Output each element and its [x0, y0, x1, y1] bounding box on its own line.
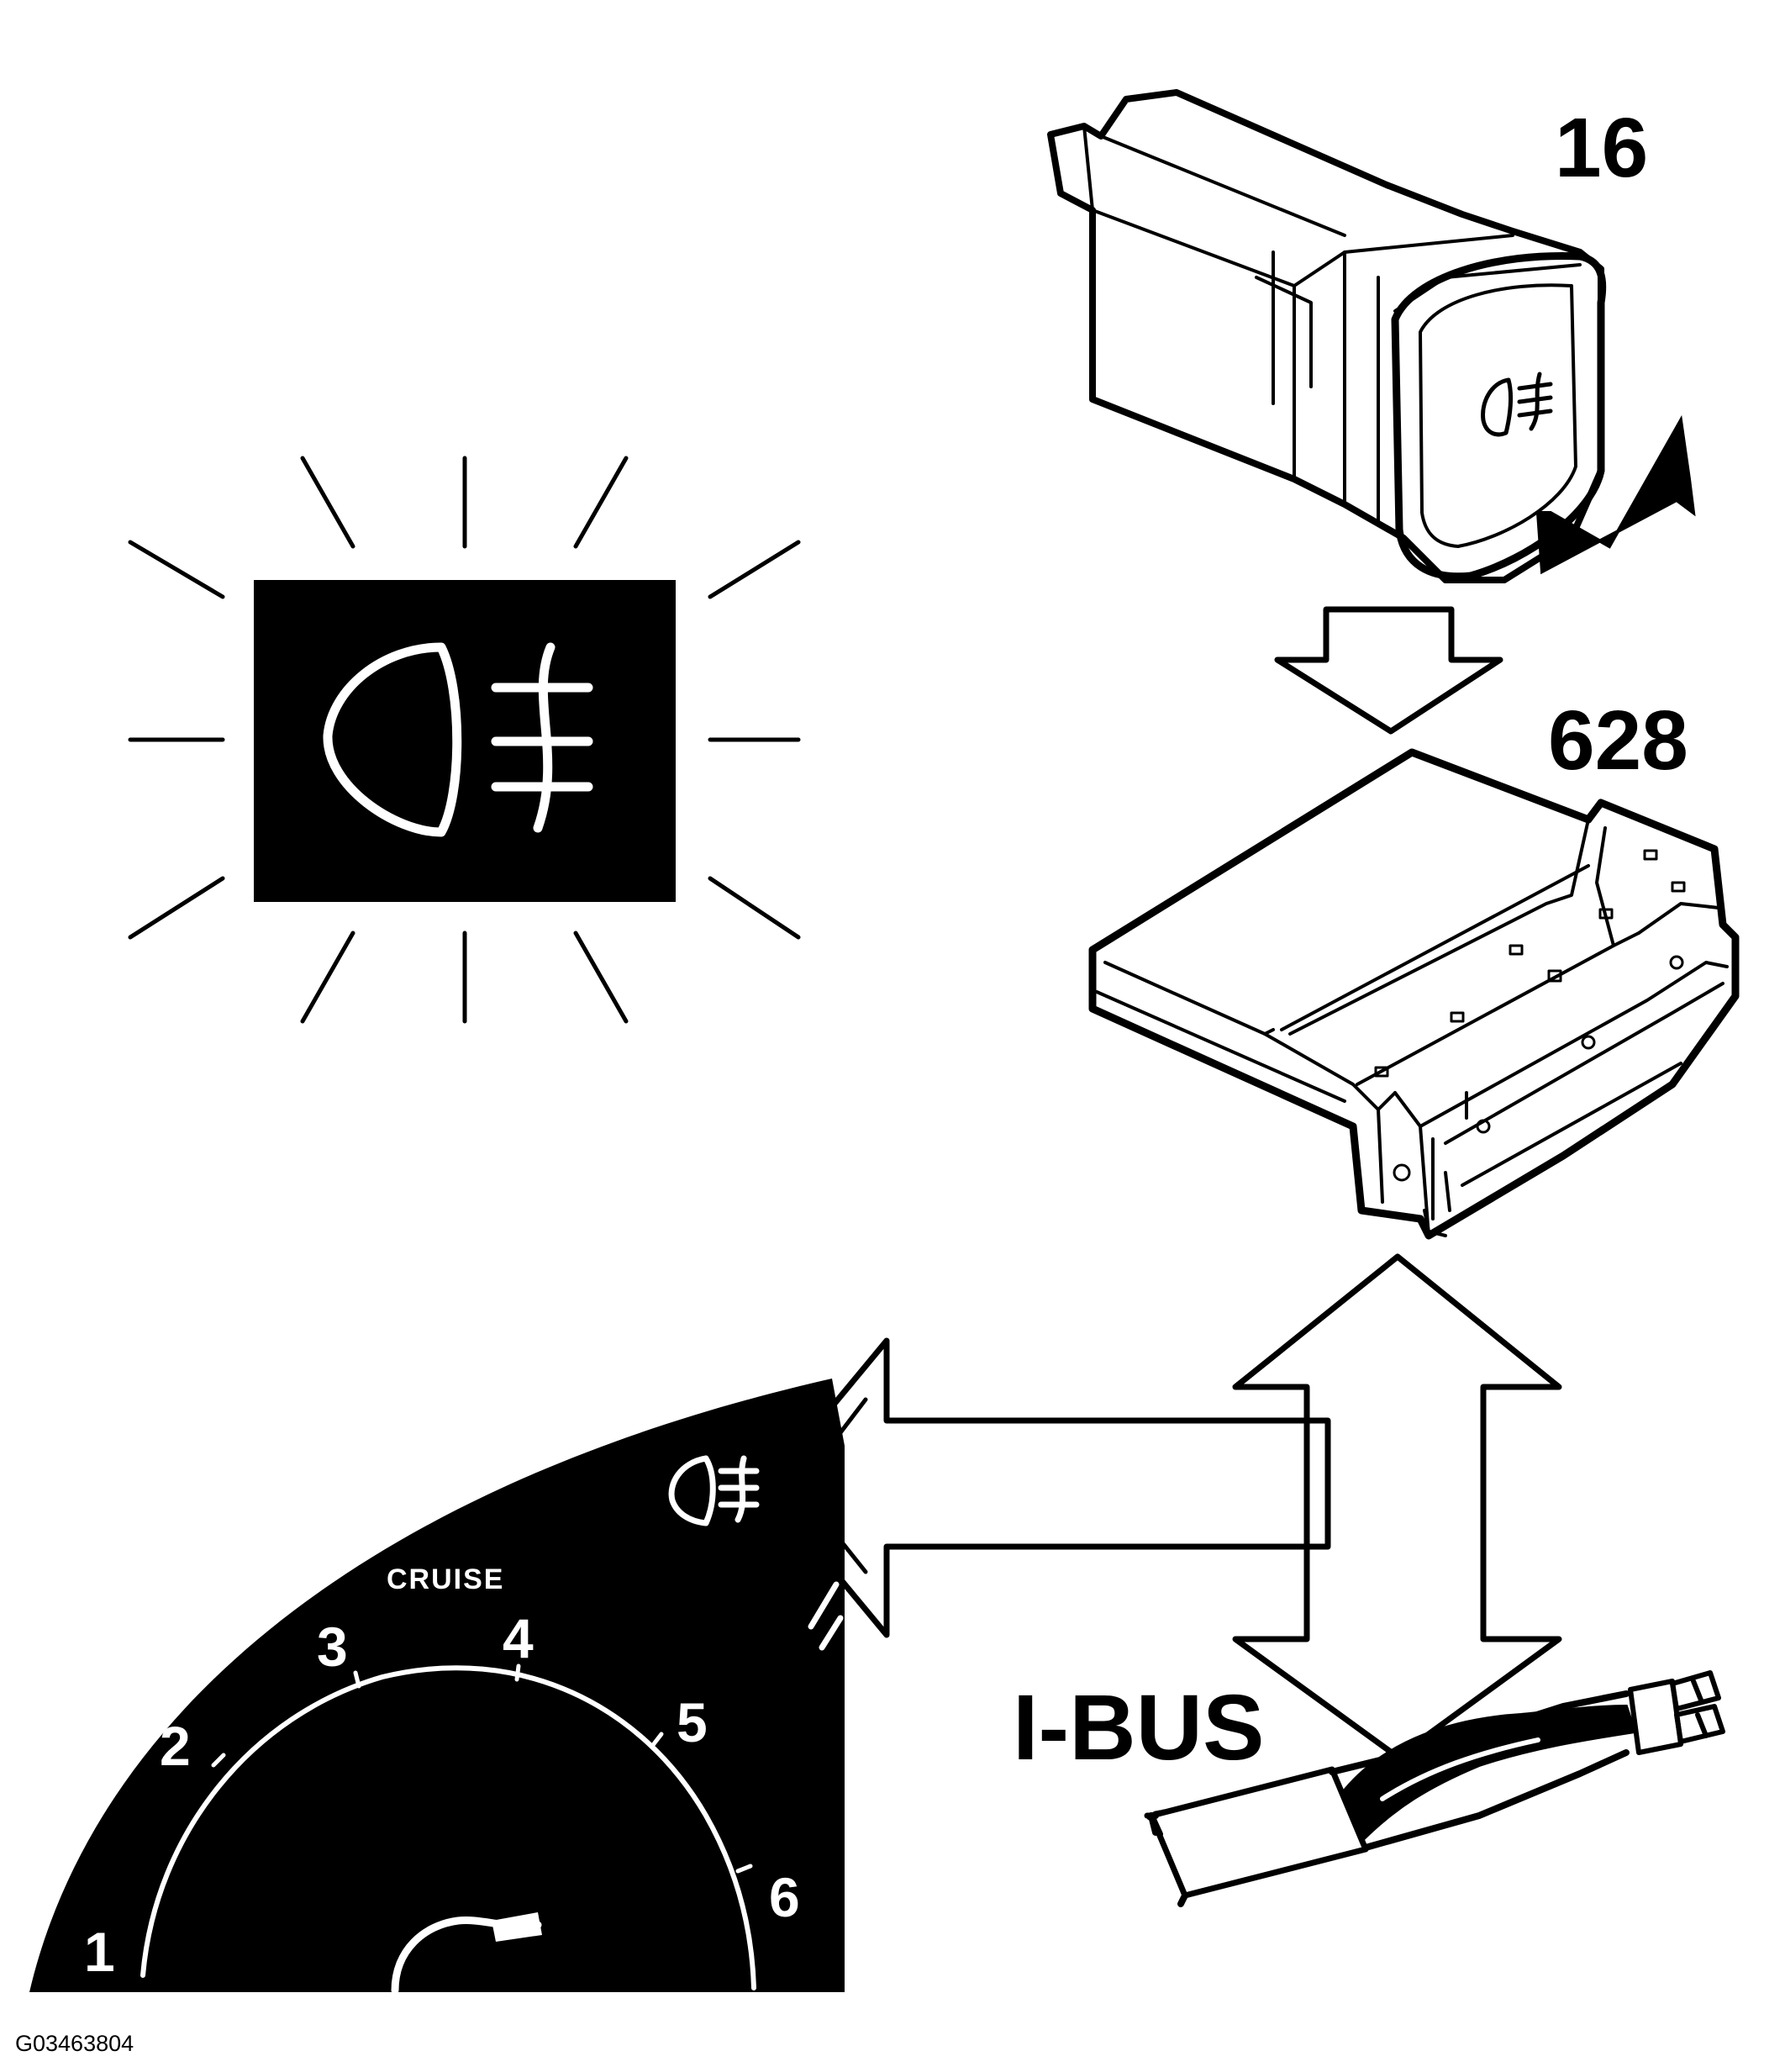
signal-arrow-down [1274, 606, 1503, 735]
lamp-rays [128, 456, 801, 1024]
rear-fog-light-icon [323, 642, 593, 837]
instrument-cluster: 1 2 3 4 5 6 CRUISE [29, 1379, 845, 1995]
rear-fog-light-icon [1481, 372, 1553, 437]
dial-number-2: 2 [160, 1715, 191, 1777]
speedometer-needle [391, 1912, 542, 1995]
dial-number-4: 4 [503, 1607, 534, 1669]
control-module [1088, 748, 1740, 1240]
lamp-panel [254, 580, 676, 902]
cluster-link-arrow [761, 1337, 1331, 1638]
switch-button [1391, 251, 1607, 581]
bus-link-arrow [1232, 1253, 1562, 1760]
module-body [1088, 748, 1740, 1240]
cable-connector [1628, 1670, 1725, 1755]
speedometer-arc [140, 1665, 756, 1990]
bus-label: I-BUS [1013, 1676, 1264, 1779]
module-fasteners [1374, 849, 1686, 1182]
figure-code: G03463804 [15, 2031, 134, 2056]
fog-light-switch [1047, 89, 1696, 583]
cable-sleeve [1148, 1766, 1369, 1899]
dial-number-6: 6 [769, 1866, 800, 1928]
dial-number-5: 5 [677, 1691, 708, 1753]
cruise-indicator: CRUISE [387, 1563, 504, 1595]
press-arrow-icon [1535, 414, 1696, 575]
dial-number-1: 1 [84, 1921, 115, 1983]
dial-ticks [211, 1663, 753, 1874]
module-number: 628 [1548, 693, 1688, 788]
i-bus-cable [1144, 1670, 1725, 1907]
switch-number: 16 [1555, 101, 1648, 195]
cable-bundle [1342, 1704, 1637, 1844]
dial-number-3: 3 [317, 1616, 348, 1678]
rear-fog-light-icon [668, 1455, 760, 1526]
cluster-face [29, 1379, 845, 1992]
gauge-fragment [808, 1581, 844, 1651]
switch-body [1047, 89, 1604, 583]
warning-lamp [128, 456, 801, 1024]
